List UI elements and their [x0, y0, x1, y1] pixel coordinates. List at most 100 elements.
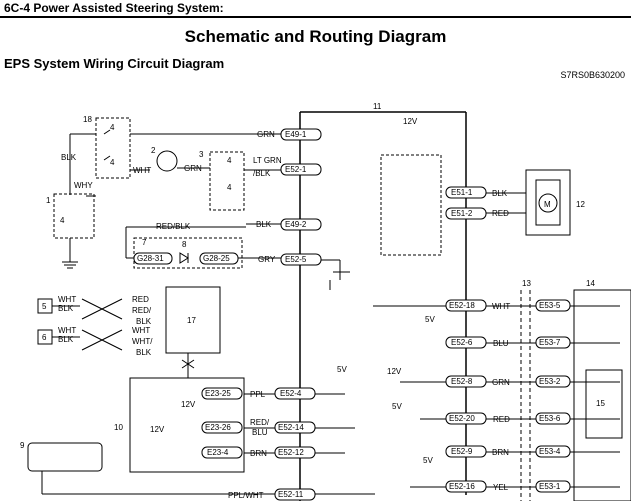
wire-blu: BLU — [252, 428, 268, 437]
wire-blu-right: BLU — [493, 339, 509, 348]
conn-e52-12: E52-12 — [278, 448, 304, 457]
num-2: 2 — [151, 146, 156, 155]
section-header: 6C-4 Power Assisted Steering System: — [4, 1, 224, 15]
wire-why: WHY — [74, 181, 93, 190]
num-6: 6 — [42, 333, 47, 342]
wire-brn-right: BRN — [492, 448, 509, 457]
wire-grn-right: GRN — [492, 378, 510, 387]
voltage-5v-a: 5V — [425, 315, 435, 324]
num-14: 14 — [586, 279, 595, 288]
wire-c5-red: RED — [132, 295, 149, 304]
conn-g28-25: G28-25 — [203, 254, 230, 263]
diagram-code: S7RS0B630200 — [560, 70, 625, 80]
voltage-12v-d: 12V — [150, 425, 165, 434]
conn-e53-2: E53-2 — [539, 377, 561, 386]
voltage-12v-c: 12V — [181, 400, 196, 409]
num-15: 15 — [596, 399, 605, 408]
conn-e53-6: E53-6 — [539, 414, 561, 423]
voltage-5v-b: 5V — [392, 402, 402, 411]
num-13: 13 — [522, 279, 531, 288]
wire-blk-e49-2: BLK — [256, 220, 272, 229]
voltage-labels: 12V 5V 12V 12V 5V 12V 5V 5V — [150, 117, 435, 465]
wire-blk-left: BLK — [61, 153, 77, 162]
conn-e52-20: E52-20 — [449, 414, 475, 423]
voltage-5v-d: 5V — [423, 456, 433, 465]
voltage-12v-b: 12V — [387, 367, 402, 376]
num-11: 11 — [373, 102, 382, 111]
wire-c5-blk: BLK — [58, 304, 74, 313]
wire-wht-right: WHT — [492, 302, 510, 311]
wire-grn-sw: GRN — [184, 164, 202, 173]
num-10: 10 — [114, 423, 123, 432]
conn-e53-5: E53-5 — [539, 301, 561, 310]
wire-ppl: PPL — [250, 390, 266, 399]
num-4a: 4 — [110, 123, 115, 132]
wire-c6-wht2: WHT — [132, 326, 150, 335]
num-5: 5 — [42, 302, 47, 311]
conn-e51-2: E51-2 — [451, 209, 473, 218]
conn-g28-31: G28-31 — [137, 254, 164, 263]
wire-motor-red: RED — [492, 209, 509, 218]
conn-e49-2: E49-2 — [285, 220, 307, 229]
conn-e23-25: E23-25 — [205, 389, 231, 398]
header-rule — [0, 16, 631, 18]
connector-pills: E49-1 E52-1 E49-2 E52-5 G28-31 G28-25 E5… — [133, 128, 571, 501]
conn-e52-18: E52-18 — [449, 301, 475, 310]
wire-gry: GRY — [258, 255, 276, 264]
num-1: 1 — [46, 196, 51, 205]
wire-c6-wht: WHT — [58, 326, 76, 335]
conn-e51-1: E51-1 — [451, 188, 473, 197]
num-12: 12 — [576, 200, 585, 209]
wire-ppl-wht: PPL/WHT — [228, 491, 264, 500]
num-7: 7 — [142, 238, 147, 247]
conn-e53-7: E53-7 — [539, 338, 561, 347]
num-4e: 4 — [60, 216, 65, 225]
conn-e52-6: E52-6 — [451, 338, 473, 347]
num-17: 17 — [187, 316, 196, 325]
num-8: 8 — [182, 240, 187, 249]
conn-e52-1: E52-1 — [285, 165, 307, 174]
wire-wht-sw: WHT — [133, 166, 151, 175]
wire-yel-right: YEL — [493, 483, 509, 492]
voltage-12v-top: 12V — [403, 117, 418, 126]
conn-e49-1: E49-1 — [285, 130, 307, 139]
num-3: 3 — [199, 150, 204, 159]
wire-red-blk: RED/BLK — [156, 222, 191, 231]
wire-c6-blk2: BLK — [136, 348, 152, 357]
num-18: 18 — [83, 115, 92, 124]
wire-c6-wht3: WHT/ — [132, 337, 153, 346]
conn-e52-9: E52-9 — [451, 447, 473, 456]
num-4c: 4 — [227, 156, 232, 165]
wire-c5-blk2: BLK — [136, 317, 152, 326]
conn-e52-14: E52-14 — [278, 423, 304, 432]
motor-symbol: M — [544, 200, 551, 209]
wire-red-right: RED — [493, 415, 510, 424]
page-title: Schematic and Routing Diagram — [184, 27, 447, 46]
wire-motor-blk: BLK — [492, 189, 508, 198]
conn-e53-4: E53-4 — [539, 447, 561, 456]
conn-e52-4: E52-4 — [280, 389, 302, 398]
wire-brn: BRN — [250, 449, 267, 458]
conn-e23-4: E23-4 — [207, 448, 229, 457]
wire-red-slash: RED/ — [250, 418, 270, 427]
wire-labels: GRN BLK WHY WHT GRN LT GRN /BLK RED/BLK … — [58, 130, 510, 500]
wire-grn-top: GRN — [257, 130, 275, 139]
conn-e53-1: E53-1 — [539, 482, 561, 491]
num-4d: 4 — [227, 183, 232, 192]
wire-c5-red2: RED/ — [132, 306, 152, 315]
conn-e52-8: E52-8 — [451, 377, 473, 386]
conn-e52-5: E52-5 — [285, 255, 307, 264]
conn-e52-16: E52-16 — [449, 482, 475, 491]
wire-lt-grn: LT GRN — [253, 156, 282, 165]
num-4b: 4 — [110, 158, 115, 167]
diagram-subtitle: EPS System Wiring Circuit Diagram — [4, 56, 225, 71]
component-numbers: 18 1 2 3 4 4 4 4 4 5 6 7 8 9 10 11 12 13… — [20, 102, 605, 450]
wire-c6-blk: BLK — [58, 335, 74, 344]
voltage-5v-c: 5V — [337, 365, 347, 374]
num-9: 9 — [20, 441, 25, 450]
conn-e52-11: E52-11 — [278, 490, 304, 499]
wire-blk-slash: /BLK — [253, 169, 271, 178]
conn-e23-26: E23-26 — [205, 423, 231, 432]
wire-c5-wht: WHT — [58, 295, 76, 304]
